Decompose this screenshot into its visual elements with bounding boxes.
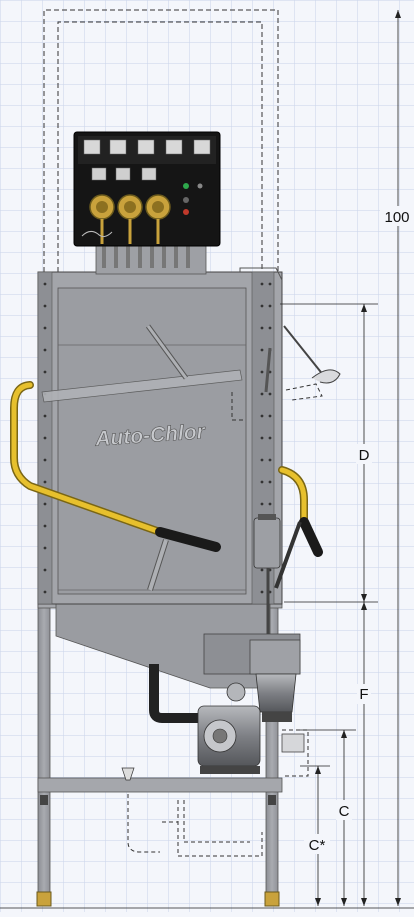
- rivet: [43, 590, 47, 594]
- rivet: [260, 370, 264, 374]
- hood-handle[interactable]: [10, 381, 323, 557]
- rivet: [43, 348, 47, 352]
- temperature-gauges: [89, 194, 171, 244]
- rivet: [260, 414, 264, 418]
- rivet: [43, 458, 47, 462]
- panel-symbol: [165, 139, 183, 155]
- rivet: [260, 590, 264, 594]
- dimension-label-c-star: C*: [309, 837, 326, 854]
- rivet: [260, 480, 264, 484]
- rivets: [43, 282, 272, 594]
- rivet: [268, 304, 272, 308]
- panel-symbol: [109, 139, 127, 155]
- control-panel: [73, 131, 221, 275]
- drain-pipe: [149, 664, 210, 723]
- panel-symbol: [137, 139, 155, 155]
- main-cabinet: [37, 267, 283, 605]
- dimension-label-c: C: [339, 803, 350, 820]
- rivet: [260, 502, 264, 506]
- drain-dashed: [127, 794, 263, 857]
- door-linkage: [231, 325, 341, 777]
- rivet: [43, 436, 47, 440]
- rivet: [260, 326, 264, 330]
- rivet: [43, 304, 47, 308]
- foot-left: [36, 891, 52, 907]
- rivet: [43, 414, 47, 418]
- dimension-label-f: F: [359, 686, 368, 703]
- rivet: [268, 414, 272, 418]
- rivet: [43, 568, 47, 572]
- rivet: [260, 304, 264, 308]
- dimension-label-overall: 100: [384, 209, 409, 226]
- side-pump: [253, 514, 281, 640]
- rivet: [43, 326, 47, 330]
- indicator-lights: [183, 183, 203, 215]
- rivet: [43, 370, 47, 374]
- panel-symbol: [91, 167, 107, 181]
- booster-heater: [203, 633, 301, 722]
- foot-right: [264, 891, 280, 907]
- panel-symbol: [193, 139, 211, 155]
- rivet: [268, 282, 272, 286]
- rivet: [43, 480, 47, 484]
- rivet: [260, 458, 264, 462]
- panel-symbol: [141, 167, 157, 181]
- rivet: [43, 546, 47, 550]
- rivet: [260, 568, 264, 572]
- rivet: [268, 458, 272, 462]
- rivet: [260, 282, 264, 286]
- rivet: [268, 502, 272, 506]
- hood-raised-outline: [43, 9, 279, 272]
- dimension-label-d: D: [359, 447, 370, 464]
- rivet: [43, 524, 47, 528]
- panel-symbol: [115, 167, 131, 181]
- dimension-arrows: [315, 10, 401, 906]
- rivet: [43, 282, 47, 286]
- rivet: [268, 480, 272, 484]
- rivet: [268, 326, 272, 330]
- wash-pump-motor: [197, 682, 305, 774]
- internal-linkage: [41, 324, 243, 591]
- rivet: [43, 502, 47, 506]
- rivet: [260, 436, 264, 440]
- rivet: [260, 348, 264, 352]
- rivet: [268, 392, 272, 396]
- panel-symbol: [83, 139, 101, 155]
- rivet: [268, 436, 272, 440]
- rivet: [260, 392, 264, 396]
